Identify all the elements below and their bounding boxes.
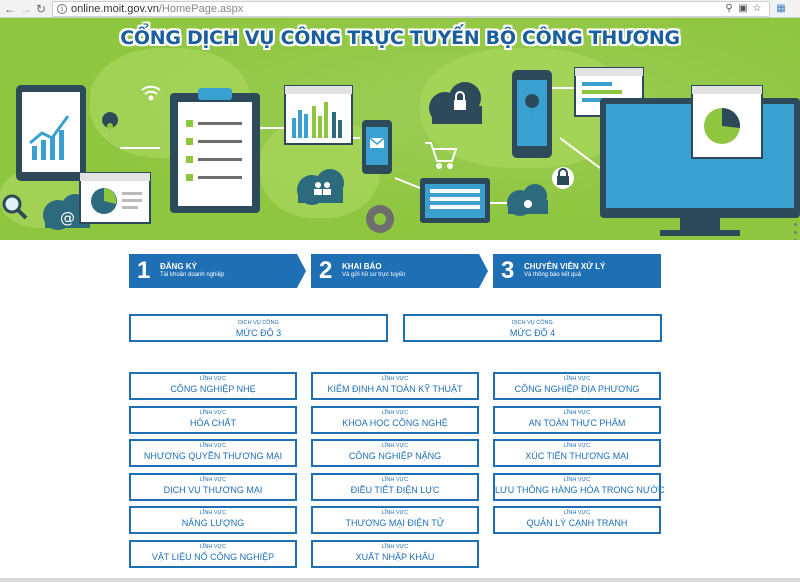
field-label: VẬT LIỆU NỔ CÔNG NGHIỆP [151,552,275,562]
field-label: DỊCH VỤ THƯƠNG MẠI [163,484,263,495]
pie-chart-panel-icon [691,85,763,159]
address-bar[interactable]: i online.moit.gov.vn/HomePage.aspx [52,1,770,17]
field-prefix-label: LĨNH VỰC [563,376,591,382]
field-label: QUẢN LÝ CẠNH TRANH [526,518,628,529]
field-prefix-label: LĨNH VỰC [381,544,409,550]
clipboard-checklist-icon [170,88,260,213]
field-prefix-label: LĨNH VỰC [199,376,227,382]
field-label: NHƯỢNG QUYỀN THƯƠNG MẠI [143,451,283,462]
settings-cloud-icon [507,184,548,216]
field-button[interactable]: LĨNH VỰC CÔNG NGHIỆP NHẸ [129,372,297,400]
field-label: KIỂM ĐỊNH AN TOÀN KỸ THUẬT [327,384,463,394]
field-label: CÔNG NGHIỆP ĐỊA PHƯƠNG [514,384,640,394]
field-button[interactable]: LĨNH VỰC KIỂM ĐỊNH AN TOÀN KỸ THUẬT [311,372,479,400]
step-title: KHAI BÁO [342,262,382,271]
lock-icon [552,167,574,189]
wifi-icon [141,85,161,101]
web-form-window-icon [420,178,490,223]
hero-banner: CỔNG DỊCH VỤ CÔNG TRỰC TUYẾN BỘ CÔNG THƯ… [0,18,800,240]
field-button[interactable]: LĨNH VỰC CÔNG NGHIỆP ĐỊA PHƯƠNG [493,372,661,400]
service-level-3-button[interactable]: DỊCH VỤ CÔNG MỨC ĐỘ 3 [129,314,388,342]
field-label: CÔNG NGHIỆP NẶNG [348,451,442,462]
banner-illustration: @ [2,67,800,236]
banner-title: CỔNG DỊCH VỤ CÔNG TRỰC TUYẾN BỘ CÔNG THƯ… [120,27,680,49]
field-label: CÔNG NGHIỆP NHẸ [170,384,256,394]
zoom-icon[interactable]: ⚲ [725,3,733,14]
field-button[interactable]: LĨNH VỰC XUẤT NHẬP KHẨU [311,540,479,568]
step-subtitle: Và gửi hồ sơ trực tuyến [342,272,406,278]
tablet-chart-icon [16,85,86,181]
field-label: NĂNG LƯỢNG [181,518,245,529]
lock-cloud-icon [429,82,482,124]
field-prefix-label: LĨNH VỰC [199,409,227,416]
step-subtitle: Và thông báo kết quả [524,272,582,278]
field-label: HÓA CHẤT [189,417,236,428]
location-pin-icon [102,112,119,143]
pie-chart-window-icon [79,172,151,224]
field-prefix-label: LĨNH VỰC [381,409,409,416]
field-label: LƯU THÔNG HÀNG HÓA TRONG NƯỚC [495,484,665,495]
field-label: AN TOÀN THỰC PHẨM [528,417,626,428]
mobile-location-icon [512,70,552,158]
field-prefix-label: LĨNH VỰC [381,476,409,483]
service-level-4-button[interactable]: DỊCH VỤ CÔNG MỨC ĐỘ 4 [403,314,662,342]
field-prefix-label: LĨNH VỰC [199,510,227,517]
footer-divider [0,578,800,582]
step-declare: 2 KHAI BÁO Và gửi hồ sơ trực tuyến [311,254,488,288]
field-label: XUẤT NHẬP KHẨU [355,552,435,562]
field-prefix-label: LĨNH VỰC [199,544,227,550]
translate-icon[interactable]: ▣ [738,3,748,14]
browser-toolbar: ← → ↻ i online.moit.gov.vn/HomePage.aspx… [0,0,800,18]
shopping-cart-icon [425,142,458,169]
scroll-indicator [794,223,797,240]
search-icon [2,194,28,220]
field-label: XÚC TIẾN THƯƠNG MẠI [525,451,629,462]
field-prefix-label: LĨNH VỰC [563,409,591,416]
step-register: 1 ĐĂNG KÝ Tài khoản doanh nghiệp [129,254,306,288]
field-prefix-label: LĨNH VỰC [381,510,409,517]
bookmark-star-icon[interactable]: ☆ [752,3,762,14]
field-prefix-label: LĨNH VỰC [563,443,591,450]
mobile-mail-icon [362,120,392,174]
step-title: CHUYÊN VIÊN XỬ LÝ [524,262,606,271]
step-process: 3 CHUYÊN VIÊN XỬ LÝ Và thông báo kết quả [493,254,661,288]
field-prefix-label: LĨNH VỰC [381,443,409,450]
field-prefix-label: LĨNH VỰC [563,510,591,517]
reload-icon[interactable]: ↻ [35,2,47,16]
field-prefix-label: LĨNH VỰC [199,443,227,450]
field-prefix-label: LĨNH VỰC [381,376,409,382]
users-cloud-icon [297,169,344,205]
field-label: THƯƠNG MẠI ĐIỆN TỬ [345,518,445,529]
field-label: KHOA HỌC CÔNG NGHỆ [342,417,448,428]
extension-icon[interactable]: ▦ [776,3,786,14]
url-text: online.moit.gov.vn/HomePage.aspx [71,3,244,15]
field-button[interactable]: LĨNH VỰC VẬT LIỆU NỔ CÔNG NGHIỆP [129,540,297,568]
step-title: ĐĂNG KÝ [160,262,197,271]
info-icon[interactable]: i [57,4,67,14]
field-label: ĐIỀU TIẾT ĐIỆN LỰC [350,484,440,495]
step-subtitle: Tài khoản doanh nghiệp [160,272,225,278]
forward-icon[interactable]: → [20,2,32,16]
gear-icon [366,205,394,233]
field-prefix-label: LĨNH VỰC [563,476,591,483]
svg-text:@: @ [60,209,75,227]
bar-chart-window-icon [284,85,353,145]
field-prefix-label: LĨNH VỰC [199,476,227,483]
back-icon[interactable]: ← [4,2,16,16]
